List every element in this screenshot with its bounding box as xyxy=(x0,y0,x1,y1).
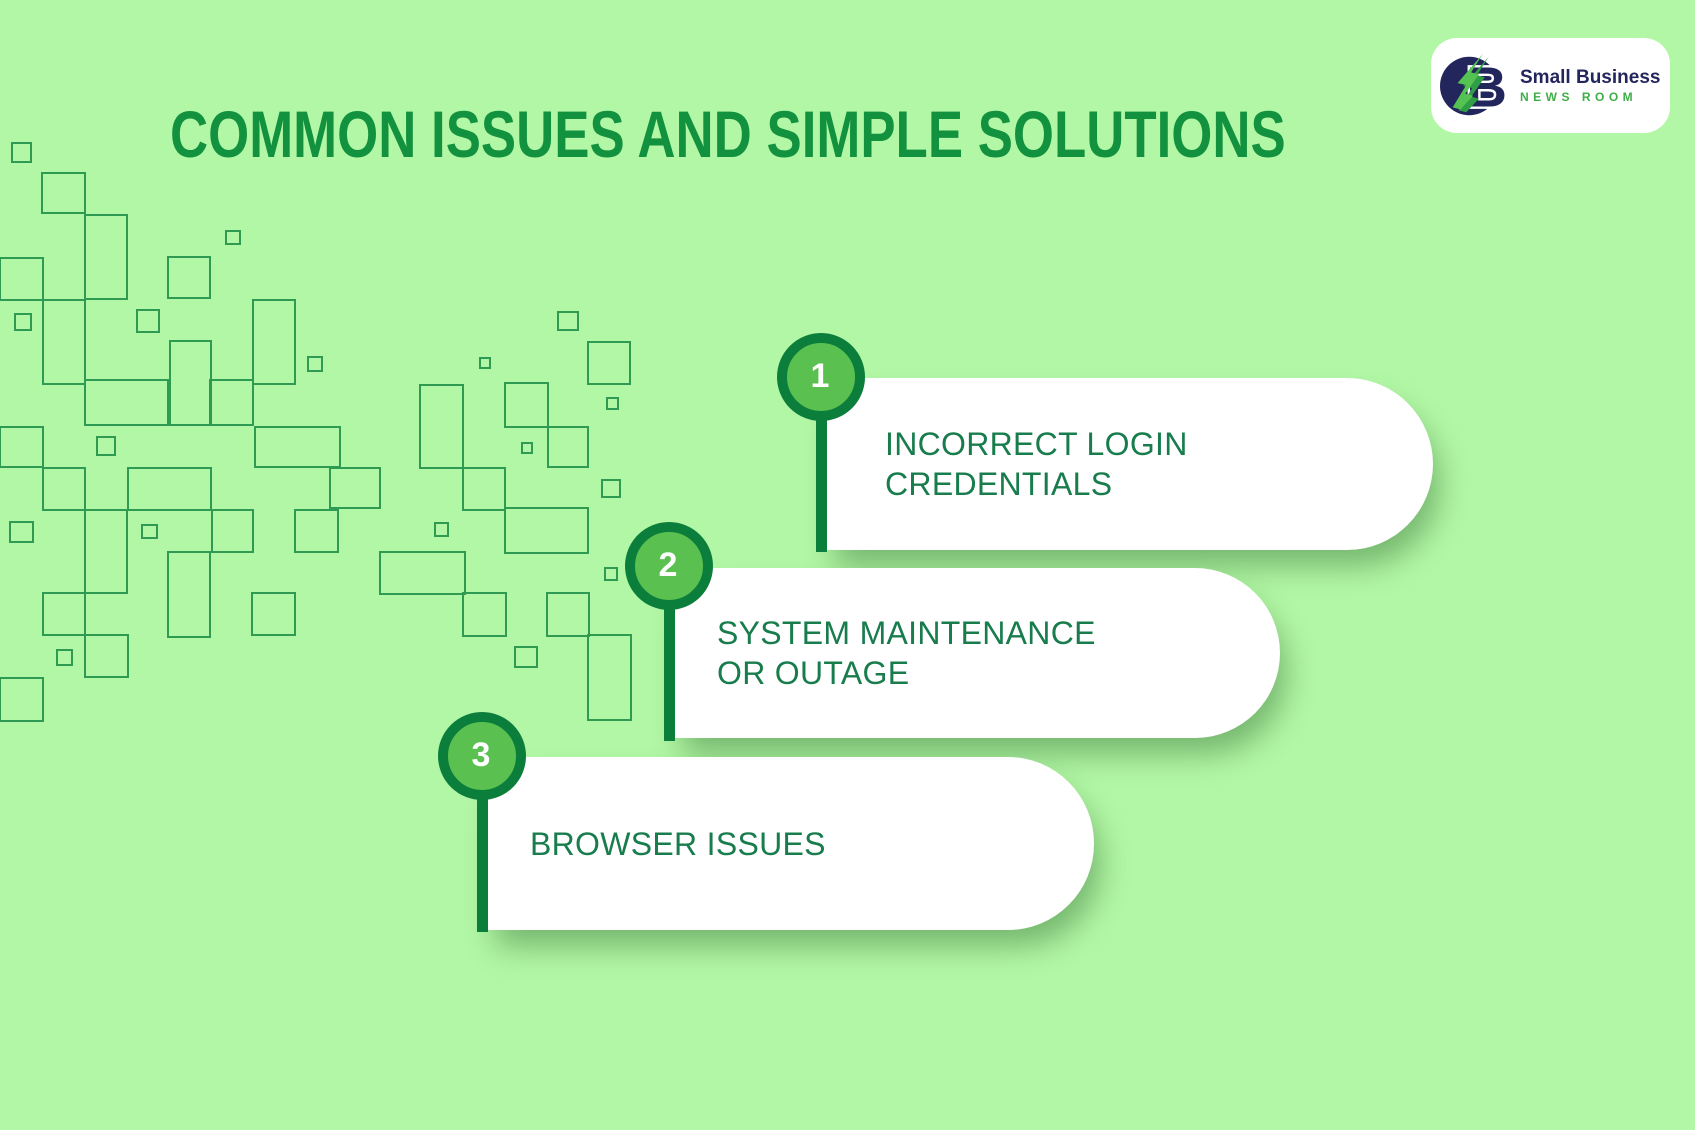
step-number-2: 2 xyxy=(658,545,678,584)
issue-card-1: INCORRECT LOGIN CREDENTIALS xyxy=(821,378,1433,550)
issue-card-3: BROWSER ISSUES xyxy=(482,757,1094,930)
step-number-3: 3 xyxy=(471,735,491,774)
issue-label-2: SYSTEM MAINTENANCE OR OUTAGE xyxy=(717,615,1096,691)
step-number-1: 1 xyxy=(810,356,830,395)
logo-name: Small Business xyxy=(1520,66,1661,88)
step-badge-2: 2 xyxy=(625,522,713,610)
issue-label-1: INCORRECT LOGIN CREDENTIALS xyxy=(885,426,1188,502)
timeline-stem-1 xyxy=(816,377,827,552)
logo-badge: B Small Business NEWS ROOM xyxy=(1431,38,1670,133)
issue-card-2: SYSTEM MAINTENANCE OR OUTAGE xyxy=(669,568,1280,738)
step-badge-3: 3 xyxy=(438,712,526,800)
timeline-stem-2 xyxy=(664,566,675,741)
step-badge-1: 1 xyxy=(777,333,865,421)
logo-text: Small Business NEWS ROOM xyxy=(1520,67,1660,105)
page-title: COMMON ISSUES AND SIMPLE SOLUTIONS xyxy=(170,97,1286,171)
timeline-stem-3 xyxy=(477,756,488,932)
logo-tagline: NEWS ROOM xyxy=(1520,89,1638,104)
lightning-b-logo-icon: B xyxy=(1440,53,1509,122)
issue-label-3: BROWSER ISSUES xyxy=(530,825,826,862)
